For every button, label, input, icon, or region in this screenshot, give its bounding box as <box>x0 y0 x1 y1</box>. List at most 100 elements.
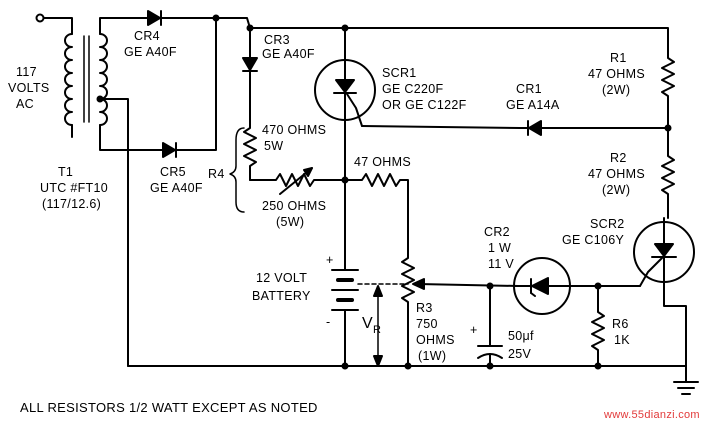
r6-resistor <box>591 285 605 367</box>
cr1-triangle <box>528 120 542 136</box>
r2-value: 47 OHMS <box>588 167 645 181</box>
cr2-triangle <box>531 277 549 295</box>
cr5-to-rail <box>175 17 217 151</box>
rail-node-a <box>212 14 220 22</box>
r1-value: 47 OHMS <box>588 67 645 81</box>
scr1-part1: GE C220F <box>382 82 444 96</box>
r3-unit: OHMS <box>416 333 455 347</box>
scr1-name: SCR1 <box>382 66 417 80</box>
r3-rating: (1W) <box>418 349 446 363</box>
r3-resistor <box>401 245 415 367</box>
ground-symbol <box>673 365 699 395</box>
cap-voltage: 25V <box>508 347 532 361</box>
vr-v: V <box>362 315 373 332</box>
r2-resistor <box>661 127 675 219</box>
r4-250-arrow-head <box>303 167 313 177</box>
r6-value: 1K <box>614 333 630 347</box>
center-tap-wire <box>99 98 129 367</box>
vr-arrow-down <box>373 355 383 367</box>
cr4-name: CR4 <box>134 29 160 43</box>
secondary-winding <box>99 33 108 126</box>
scr2-part: GE C106Y <box>562 233 625 247</box>
source-label-1: 117 <box>16 65 37 79</box>
battery-label-1: 12 VOLT <box>256 271 307 285</box>
scr1 <box>314 27 376 181</box>
r1-rating: (2W) <box>602 83 630 97</box>
r47-value: 47 OHMS <box>354 155 411 169</box>
cr2-bar-tail <box>530 292 536 297</box>
gnd-node-r6 <box>594 362 602 370</box>
vr-arrow-up <box>373 285 383 297</box>
cr5-name: CR5 <box>160 165 186 179</box>
primary-top-wire <box>43 17 73 35</box>
r4-name: R4 <box>208 167 225 181</box>
center-tap-node <box>96 95 104 103</box>
cr3-part: GE A40F <box>262 47 315 61</box>
scr2-gate <box>639 257 663 287</box>
source-label-3: AC <box>16 97 34 111</box>
cap-plus: + <box>470 323 478 337</box>
gnd-node-battery <box>341 362 349 370</box>
cr3-diode <box>242 27 258 121</box>
r4-brace <box>229 127 245 213</box>
r6-name: R6 <box>612 317 629 331</box>
r47-resistor <box>344 173 409 247</box>
battery-minus: - <box>326 315 330 329</box>
scr2-name: SCR2 <box>590 217 625 231</box>
scr2-cathode-to-ground <box>663 281 687 367</box>
r1-name: R1 <box>610 51 627 65</box>
gnd-node-r3 <box>404 362 412 370</box>
source-label-2: VOLTS <box>8 81 50 95</box>
r4a-rating: 5W <box>264 139 283 153</box>
cr4-triangle <box>147 10 161 26</box>
cr5-triangle <box>162 142 176 158</box>
r4-250-resistor <box>249 173 346 187</box>
primary-winding <box>64 33 73 126</box>
top-rail <box>160 17 669 47</box>
r3-value: 750 <box>416 317 438 331</box>
footnote: ALL RESISTORS 1/2 WATT EXCEPT AS NOTED <box>20 400 318 415</box>
capacitor <box>477 285 503 367</box>
cr2-zener <box>513 257 599 315</box>
t1-name: T1 <box>58 165 73 179</box>
ac-input <box>35 13 108 138</box>
t1-part: UTC #FT10 <box>40 181 108 195</box>
scr2-triangle <box>654 243 674 257</box>
vr-sub: R <box>373 324 381 336</box>
r3-wiper-arrow <box>412 278 425 290</box>
battery-plus: + <box>326 253 334 267</box>
cr2-name: CR2 <box>484 225 510 239</box>
ac-input-terminal <box>35 13 45 23</box>
t1-ratio: (117/12.6) <box>42 197 101 211</box>
vr-label: VR <box>362 315 381 336</box>
cr3-name: CR3 <box>264 33 290 47</box>
cr1-diode <box>519 120 542 136</box>
cr5-part: GE A40F <box>150 181 203 195</box>
cr4-part: GE A40F <box>124 45 177 59</box>
r4-470-resistor <box>243 119 257 181</box>
watermark: www.55dianzi.com <box>603 409 700 421</box>
r4b-value: 250 OHMS <box>262 199 326 213</box>
r4a-value: 470 OHMS <box>262 123 326 137</box>
battery <box>331 179 359 367</box>
secondary-top-wire <box>99 17 137 35</box>
secondary-bottom-wire <box>99 124 161 151</box>
cr2-rating2: 11 V <box>488 257 514 271</box>
r3-wiper-wire <box>417 283 519 287</box>
r2-rating: (2W) <box>602 183 630 197</box>
cap-value: 50μf <box>508 329 534 343</box>
battery-label-2: BATTERY <box>252 289 311 303</box>
r4b-rating: (5W) <box>276 215 304 229</box>
cr1-name: CR1 <box>516 82 542 96</box>
scr1-part2: OR GE C122F <box>382 98 467 112</box>
scr1-gate <box>346 93 363 127</box>
scr1-triangle <box>335 79 355 93</box>
scr2 <box>633 217 695 287</box>
r1-resistor <box>661 45 675 129</box>
cr2-rating1: 1 W <box>488 241 511 255</box>
cr1-part: GE A14A <box>506 98 560 112</box>
cr5-diode <box>159 142 177 158</box>
cr3-triangle <box>242 57 258 71</box>
r3-name: R3 <box>416 301 433 315</box>
